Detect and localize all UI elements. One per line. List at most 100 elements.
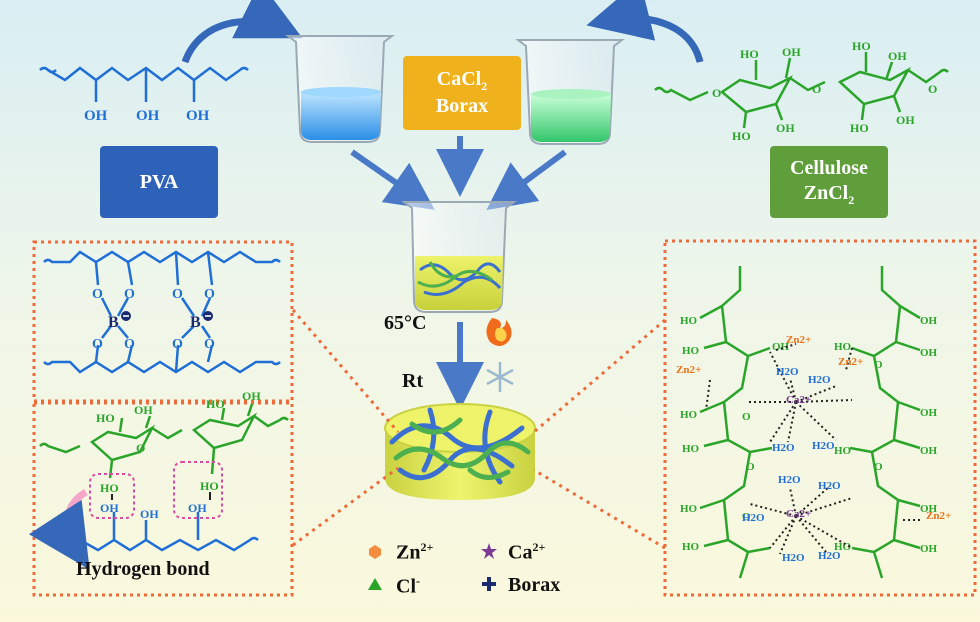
svg-text:HO: HO	[206, 397, 225, 411]
svg-text:HO: HO	[682, 345, 700, 357]
legend-borax: Borax	[508, 574, 561, 596]
cacl2-label: CaCl2	[436, 68, 488, 93]
snowflake-icon	[486, 362, 514, 392]
pva-chain	[39, 66, 249, 102]
svg-text:OH: OH	[920, 503, 938, 515]
ca-ion-2: Ca2+	[786, 508, 812, 520]
svg-text:HO: HO	[834, 445, 852, 457]
borate-crosslink-box	[32, 240, 294, 403]
svg-text:O: O	[928, 82, 937, 96]
hydrogel-puck	[384, 403, 536, 500]
svg-text:OH: OH	[920, 315, 938, 327]
beaker-mixture	[401, 201, 517, 313]
svg-text:OH: OH	[920, 347, 938, 359]
curved-arrow-cellulose	[586, 0, 704, 63]
svg-text:OH: OH	[140, 507, 159, 521]
h2o-9: H2O	[818, 550, 841, 562]
borax-label: Borax	[435, 95, 489, 117]
svg-text:O: O	[124, 337, 135, 352]
flame-icon	[486, 318, 512, 346]
svg-text:HO: HO	[732, 129, 751, 143]
svg-text:OH: OH	[100, 501, 119, 515]
svg-text:O: O	[742, 411, 751, 423]
beaker-green	[515, 39, 625, 145]
temperature-label: 65°C	[384, 312, 427, 334]
h2o-2: H2O	[808, 374, 831, 386]
zn-ion-1: Zn2+	[786, 334, 812, 346]
cacl2-borax-box: CaCl2 Borax	[403, 56, 521, 130]
svg-text:OH: OH	[888, 49, 907, 63]
svg-text:OH: OH	[188, 501, 207, 515]
hbond-pink-arrow	[28, 488, 90, 570]
h2o-7: H2O	[742, 512, 765, 524]
zn-ion-2: Zn2+	[838, 356, 864, 368]
svg-text:OH: OH	[896, 113, 915, 127]
legend-ca: Ca2+	[508, 540, 546, 564]
cellulose-label: Cellulose	[790, 157, 868, 179]
borate-oxygens: O O O O O O O O	[92, 287, 215, 352]
svg-text:B: B	[108, 314, 119, 331]
svg-text:O: O	[172, 337, 183, 352]
ca-ion-1: Ca2+	[786, 394, 812, 406]
svg-text:O: O	[92, 287, 103, 302]
ion-coordination-box	[663, 239, 977, 597]
svg-text:OH: OH	[84, 108, 108, 124]
beaker-blue	[285, 35, 395, 143]
ca-legend-icon	[481, 543, 497, 559]
svg-text:HO: HO	[96, 411, 115, 425]
svg-text:O: O	[874, 461, 883, 473]
hydrogen-bond-box	[32, 401, 294, 597]
svg-text:HO: HO	[682, 541, 700, 553]
svg-text:O: O	[204, 337, 215, 352]
svg-text:OH: OH	[782, 45, 801, 59]
svg-text:HO: HO	[740, 47, 759, 61]
zncl2-label: ZnCl2	[803, 182, 855, 207]
svg-text:HO: HO	[680, 503, 698, 515]
h2o-6: H2O	[818, 480, 841, 492]
svg-text:HO: HO	[850, 121, 869, 135]
rt-label: Rt	[402, 370, 424, 392]
hb-cellulose-chain	[39, 403, 289, 479]
coordination-bonds	[705, 343, 920, 555]
svg-text:OH: OH	[920, 445, 938, 457]
h2o-8: H2O	[782, 552, 805, 564]
svg-text:O: O	[712, 86, 721, 100]
svg-text:O: O	[204, 287, 215, 302]
h2o-1: H2O	[776, 366, 799, 378]
svg-text:O: O	[746, 461, 755, 473]
pva-label: PVA	[139, 170, 179, 193]
svg-text:HO: HO	[680, 315, 698, 327]
svg-text:OH: OH	[920, 407, 938, 419]
svg-text:HO: HO	[834, 541, 852, 553]
svg-text:O: O	[172, 287, 183, 302]
zn-legend-icon	[369, 545, 381, 559]
legend-zn: Zn2+	[396, 540, 434, 564]
pva-box: PVA	[100, 146, 218, 218]
svg-text:B: B	[190, 314, 201, 331]
svg-text:HO: HO	[100, 481, 119, 495]
svg-text:O: O	[874, 359, 883, 371]
svg-text:HO: HO	[852, 39, 871, 53]
legend-cl: Cl-	[396, 574, 420, 598]
svg-text:HO: HO	[834, 341, 852, 353]
svg-text:OH: OH	[776, 121, 795, 135]
svg-text:HO: HO	[200, 479, 219, 493]
borate-structure	[43, 250, 281, 374]
svg-text:OH: OH	[134, 403, 153, 417]
svg-text:OH: OH	[920, 543, 938, 555]
svg-text:O: O	[812, 82, 821, 96]
h2o-4: H2O	[812, 440, 835, 452]
svg-text:HO: HO	[682, 443, 700, 455]
svg-text:O: O	[742, 511, 751, 523]
hydrogen-bond-label: Hydrogen bond	[76, 558, 210, 580]
h2o-3: H2O	[772, 442, 795, 454]
cl-legend-icon	[368, 578, 382, 590]
zn-ion-3: Zn2+	[676, 364, 702, 376]
hb-pva-chain	[79, 512, 259, 552]
svg-text:O: O	[124, 287, 135, 302]
svg-text:O: O	[92, 337, 103, 352]
svg-text:HO: HO	[680, 409, 698, 421]
